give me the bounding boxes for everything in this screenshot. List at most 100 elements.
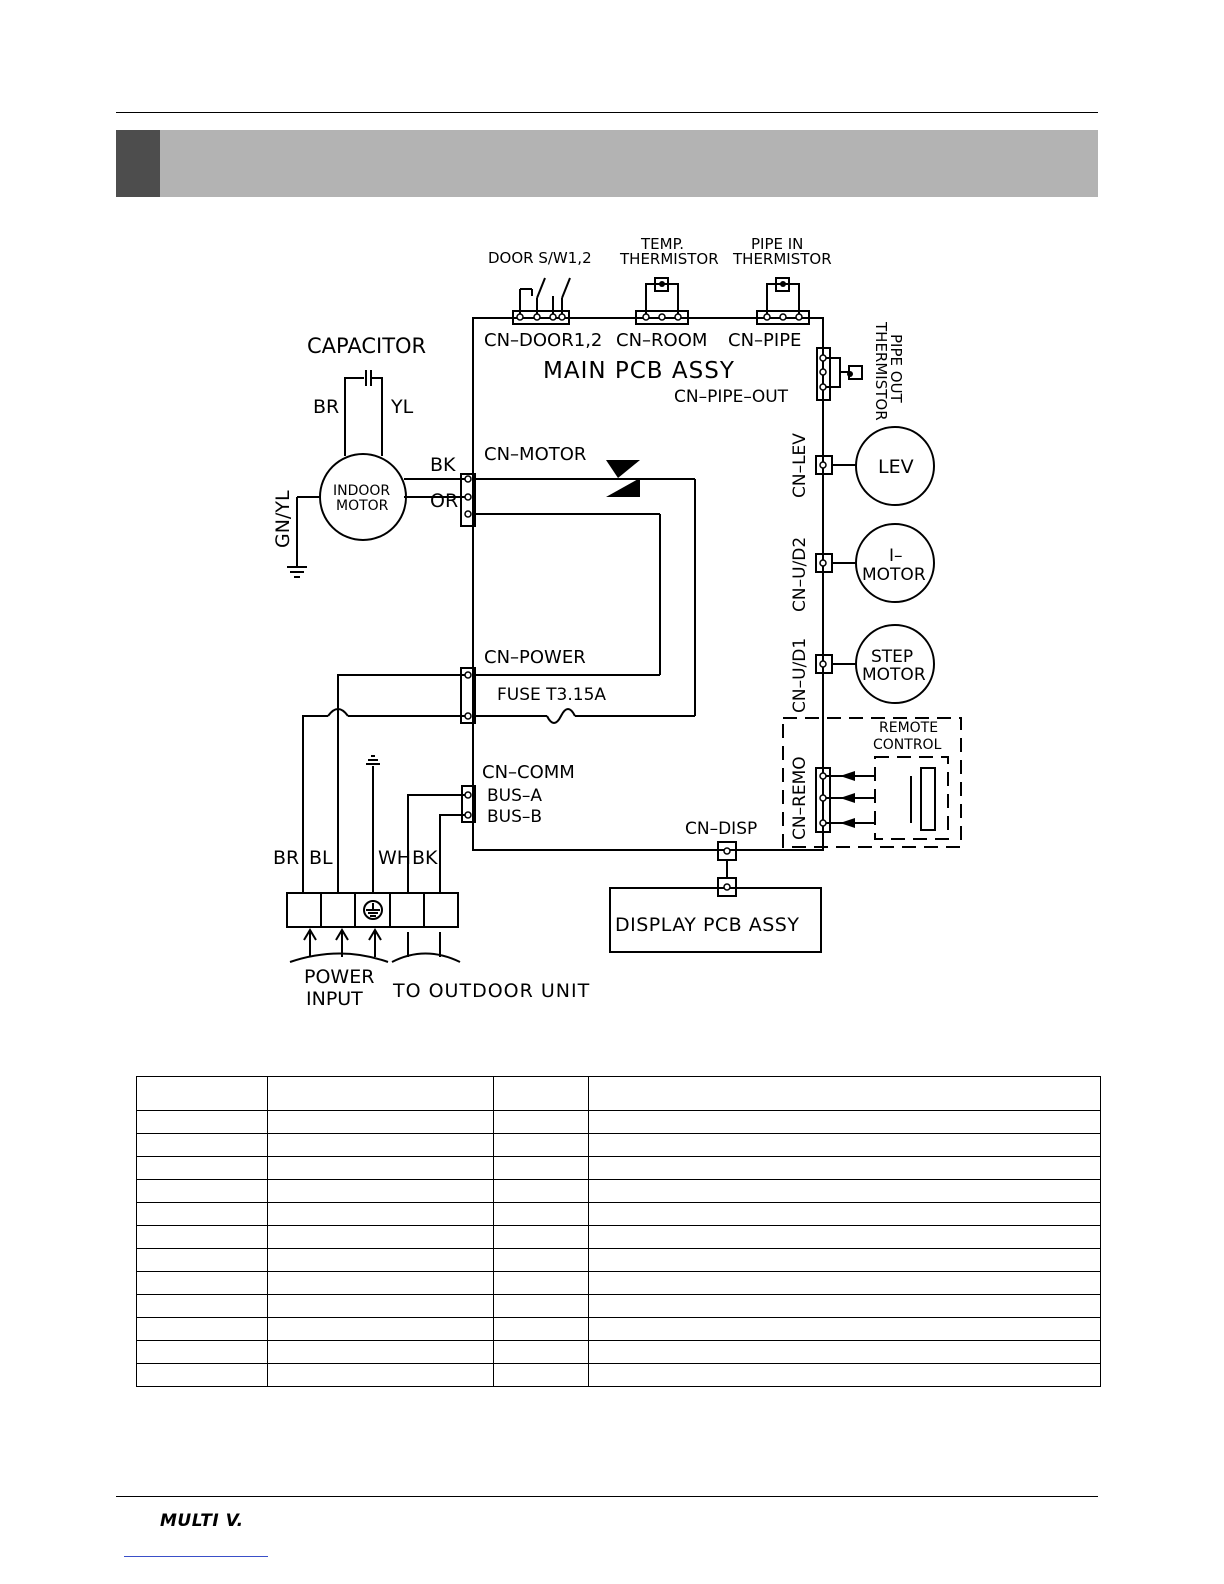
table-row — [136, 1179, 1101, 1203]
table-cell — [267, 1248, 494, 1272]
label-bus-b: BUS–B — [487, 807, 542, 827]
cn-pipe-out-connector — [816, 347, 831, 401]
terminal-block — [286, 892, 459, 928]
label-step-motor-2: MOTOR — [862, 665, 926, 685]
table-cell — [493, 1202, 589, 1226]
table-cell — [136, 1225, 268, 1249]
label-to-outdoor: TO OUTDOOR UNIT — [392, 980, 590, 1002]
label-yl-cap: YL — [390, 396, 414, 418]
table-row — [136, 1202, 1101, 1226]
table-cell — [588, 1202, 1101, 1226]
table-row — [136, 1294, 1101, 1318]
label-bk-motor: BK — [430, 454, 456, 476]
label-power-input: POWER — [304, 966, 374, 988]
label-cn-power: CN–POWER — [484, 647, 586, 668]
table-cell — [267, 1110, 494, 1134]
label-door-switch: DOOR S/W1,2 — [488, 249, 592, 267]
label-i-motor-2: MOTOR — [862, 565, 926, 585]
label-cn-pipe-out: CN–PIPE–OUT — [674, 387, 789, 407]
table-cell — [267, 1363, 494, 1387]
display-pcb-box — [609, 887, 822, 953]
table-cell — [588, 1156, 1101, 1180]
table-cell — [588, 1294, 1101, 1318]
table-cell — [493, 1294, 589, 1318]
table-cell — [267, 1179, 494, 1203]
table-row — [136, 1133, 1101, 1157]
table-row — [136, 1271, 1101, 1295]
cn-room-connector — [635, 310, 689, 325]
label-cn-disp: CN–DISP — [685, 819, 757, 839]
footer-link-underline[interactable] — [124, 1556, 268, 1557]
cn-comm-connector — [461, 785, 476, 823]
table-cell — [136, 1294, 268, 1318]
table-cell — [588, 1225, 1101, 1249]
table-cell — [493, 1271, 589, 1295]
table-cell — [493, 1248, 589, 1272]
cn-remo-connector — [815, 767, 831, 833]
table-cell — [493, 1133, 589, 1157]
table-cell — [136, 1202, 268, 1226]
table-cell — [493, 1340, 589, 1364]
table-cell — [588, 1076, 1101, 1111]
table-row — [136, 1156, 1101, 1180]
table-cell — [267, 1076, 494, 1111]
section-banner-tab — [116, 130, 160, 197]
section-banner — [116, 130, 1098, 197]
label-i-motor: I– — [889, 546, 903, 566]
label-bk-term: BK — [412, 847, 438, 869]
label-remote-control: REMOTE — [879, 720, 938, 736]
label-or-motor: OR — [430, 490, 458, 512]
table-cell — [588, 1271, 1101, 1295]
table-cell — [493, 1317, 589, 1341]
label-indoor-motor-2: MOTOR — [336, 498, 389, 514]
label-indoor-motor: INDOOR — [333, 483, 390, 499]
table-row — [136, 1110, 1101, 1134]
header-rule — [116, 112, 1098, 113]
table-cell — [267, 1340, 494, 1364]
table-cell — [588, 1110, 1101, 1134]
step-motor-circle — [855, 624, 935, 704]
footer-logo: MULTI V. — [160, 1511, 244, 1531]
label-cn-ud2: CN–U/D2 — [790, 537, 810, 612]
label-pipe-out: PIPE OUT — [887, 334, 905, 404]
cn-motor-connector — [460, 473, 476, 527]
connector-table — [136, 1076, 1101, 1387]
i-motor-circle — [855, 523, 935, 603]
table-cell — [136, 1076, 268, 1111]
table-cell — [136, 1317, 268, 1341]
label-cn-room: CN–ROOM — [616, 330, 707, 351]
label-bl-term: BL — [309, 847, 333, 869]
table-row — [136, 1363, 1101, 1387]
table-row — [136, 1225, 1101, 1249]
label-pipe-out-2: THERMISTOR — [872, 321, 890, 421]
label-temp-thermistor: TEMP. — [640, 235, 684, 253]
table-cell — [136, 1271, 268, 1295]
table-cell — [267, 1317, 494, 1341]
table-row — [136, 1248, 1101, 1272]
label-power-input-2: INPUT — [306, 988, 363, 1010]
table-cell — [136, 1179, 268, 1203]
cn-door-connector — [512, 310, 570, 325]
table-cell — [267, 1225, 494, 1249]
label-br-cap: BR — [313, 396, 339, 418]
table-cell — [493, 1363, 589, 1387]
cn-pipe-connector — [756, 310, 810, 325]
table-cell — [136, 1248, 268, 1272]
footer-rule — [116, 1496, 1098, 1497]
table-cell — [267, 1133, 494, 1157]
table-cell — [493, 1156, 589, 1180]
label-cn-motor: CN–MOTOR — [484, 444, 586, 465]
label-gn-yl: GN/YL — [272, 490, 294, 548]
label-lev: LEV — [878, 456, 914, 478]
cn-power-connector — [460, 667, 476, 724]
table-cell — [493, 1179, 589, 1203]
table-header-row — [136, 1076, 1101, 1111]
label-capacitor: CAPACITOR — [307, 334, 426, 358]
label-display-pcb: DISPLAY PCB ASSY — [615, 914, 799, 936]
label-fuse: FUSE T3.15A — [497, 685, 606, 705]
label-pipe-in-2: THERMISTOR — [732, 250, 832, 268]
table-cell — [493, 1110, 589, 1134]
table-row — [136, 1340, 1101, 1364]
table-cell — [588, 1248, 1101, 1272]
label-cn-remo: CN–REMO — [790, 756, 810, 840]
